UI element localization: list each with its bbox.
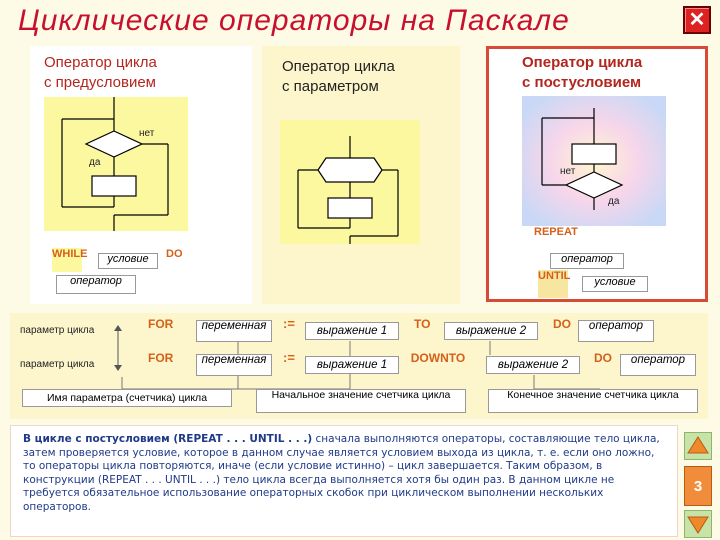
panel-postcondition-title-1: Оператор цикла bbox=[522, 54, 643, 71]
keyword-do: DO bbox=[166, 248, 183, 260]
row1-operator-box: оператор bbox=[578, 320, 654, 342]
row1-keyword-do: DO bbox=[553, 317, 571, 331]
row1-expr1-box: выражение 1 bbox=[305, 322, 399, 340]
keyword-until: UNTIL bbox=[538, 270, 570, 298]
close-button[interactable]: ✕ bbox=[683, 6, 711, 34]
panel-precondition-title-2: с предусловием bbox=[44, 74, 156, 91]
caption-end-value: Конечное значение счетчика цикла bbox=[488, 389, 698, 413]
row2-keyword-for: FOR bbox=[148, 351, 174, 365]
caption-param-name: Имя параметра (счетчика) цикла bbox=[22, 389, 232, 407]
next-slide-button[interactable] bbox=[684, 510, 712, 538]
postcondition-yes-label: да bbox=[608, 196, 620, 207]
precondition-condition-box: условие bbox=[98, 253, 158, 269]
row1-keyword-to: TO bbox=[414, 317, 431, 331]
row2-param-label: параметр цикла bbox=[20, 359, 95, 370]
precondition-no-label: нет bbox=[139, 128, 155, 139]
row2-expr2-box: выражение 2 bbox=[486, 356, 580, 374]
prev-slide-button[interactable] bbox=[684, 432, 712, 460]
panel-parameter-title-2: с параметром bbox=[282, 78, 379, 95]
panel-precondition-title-1: Оператор цикла bbox=[44, 54, 157, 71]
row1-variable-box: переменная bbox=[196, 320, 272, 342]
precondition-yes-label: да bbox=[89, 157, 101, 168]
panel-parameter-title-1: Оператор цикла bbox=[282, 58, 395, 75]
row2-assign: := bbox=[283, 350, 295, 365]
row2-keyword-downto: DOWNTO bbox=[410, 351, 466, 365]
row2-keyword-do: DO bbox=[594, 351, 612, 365]
row1-assign: := bbox=[283, 316, 295, 331]
keyword-repeat: REPEAT bbox=[534, 226, 578, 250]
postcondition-flowchart bbox=[522, 96, 666, 226]
row2-expr1-box: выражение 1 bbox=[305, 356, 399, 374]
parameter-flowchart bbox=[280, 120, 420, 244]
postcondition-condition-box: условие bbox=[582, 276, 648, 292]
page-title: Циклические операторы на Паскале bbox=[18, 4, 570, 37]
page-number: 3 bbox=[684, 466, 712, 506]
precondition-flowchart bbox=[44, 97, 188, 231]
precondition-operator-box: оператор bbox=[56, 275, 136, 294]
row2-operator-box: оператор bbox=[620, 354, 696, 376]
postcondition-operator-box: оператор bbox=[550, 253, 624, 269]
panel-postcondition-title-2: с постусловием bbox=[522, 74, 642, 91]
arrow-up-icon bbox=[687, 436, 709, 454]
row1-expr2-box: выражение 2 bbox=[444, 322, 538, 340]
description-text: В цикле с постусловием (REPEAT . . . UNT… bbox=[10, 425, 678, 537]
description-bold-prefix: В цикле с постусловием (REPEAT . . . UNT… bbox=[23, 433, 313, 445]
caption-start-value: Начальное значение счетчика цикла bbox=[256, 389, 466, 413]
row2-variable-box: переменная bbox=[196, 354, 272, 376]
row1-keyword-for: FOR bbox=[148, 317, 174, 331]
description-body: сначала выполняются операторы, составляю… bbox=[23, 433, 660, 513]
keyword-while: WHILE bbox=[52, 248, 87, 272]
close-icon: ✕ bbox=[688, 9, 706, 31]
postcondition-no-label: нет bbox=[560, 166, 576, 177]
arrow-down-icon bbox=[687, 516, 709, 534]
row1-param-label: параметр цикла bbox=[20, 325, 95, 336]
